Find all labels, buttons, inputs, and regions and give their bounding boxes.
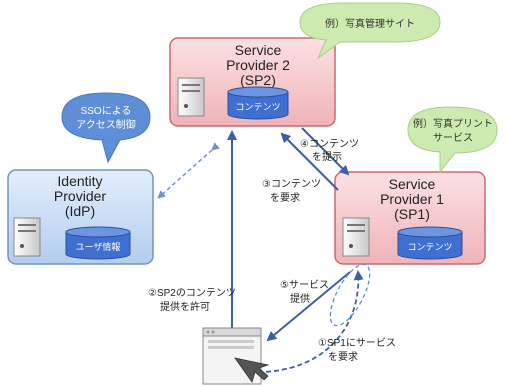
sso-bubble: SSOによる アクセス制御 [61, 92, 151, 164]
sp2-name-line2: Provider 2 [226, 57, 290, 73]
service-provider-2: Service Provider 2 (SP2) コンテンツ [169, 37, 336, 127]
sp1-example-bubble: 例）写真プリント サービス [407, 106, 498, 174]
step5-arrow [266, 271, 351, 342]
idp-name-line2: Provider [54, 188, 106, 204]
database-icon [65, 226, 131, 260]
cursor-icon [234, 357, 270, 383]
step1-label-line1: ①SP1にサービス [318, 337, 396, 349]
sp1-example-line2: サービス [433, 132, 473, 144]
sp2-example-text: 例）写真管理サイト [325, 17, 415, 30]
sp1-name-line2: Provider 1 [380, 191, 444, 207]
server-icon [342, 217, 370, 257]
step2-label-line1: ②SP2のコンテンツ [148, 288, 236, 299]
service-provider-1: Service Provider 1 (SP1) コンテンツ [334, 171, 486, 265]
server-icon [177, 77, 205, 117]
redirect-loop [329, 263, 371, 327]
sp1-db-label: コンテンツ [407, 242, 452, 252]
database-icon [227, 86, 289, 120]
sp1-example-line1: 例）写真プリント [413, 117, 493, 130]
sp1-name-line1: Service [389, 176, 436, 192]
sp2-example-bubble: 例）写真管理サイト [299, 2, 441, 60]
sp2-db-label: コンテンツ [235, 102, 280, 112]
sso-link [157, 142, 220, 199]
identity-provider: Identity Provider (IdP) ユーザ情報 [7, 169, 154, 265]
sso-bubble-line1: SSOによる [81, 105, 132, 117]
sp2-name-line1: Service [235, 42, 282, 58]
sso-bubble-line2: アクセス制御 [76, 118, 136, 131]
step3-label-line1: ③コンテンツ [262, 179, 321, 190]
step3-label-line2: を要求 [270, 192, 300, 204]
step1-arrow [249, 270, 364, 373]
database-icon [397, 226, 463, 260]
step4-arrow [301, 127, 350, 176]
idp-name-line1: Identity [57, 173, 102, 189]
step5-label-line1: ⑤サービス [280, 279, 329, 291]
sp2-name-line3: (SP2) [240, 72, 276, 88]
step1-label-line2: を要求 [328, 351, 358, 363]
step4-label-line1: ④コンテンツ [300, 139, 359, 150]
step2-label-line2: 提供を許可 [160, 300, 210, 313]
idp-name-line3: (IdP) [65, 203, 95, 219]
step3-arrow [280, 132, 339, 191]
step4-label-line2: を提示 [312, 151, 342, 163]
sp1-name-line3: (SP1) [394, 206, 430, 222]
server-icon [13, 217, 41, 257]
step5-label-line2: 提供 [290, 292, 310, 305]
idp-db-label: ユーザ情報 [76, 241, 121, 252]
